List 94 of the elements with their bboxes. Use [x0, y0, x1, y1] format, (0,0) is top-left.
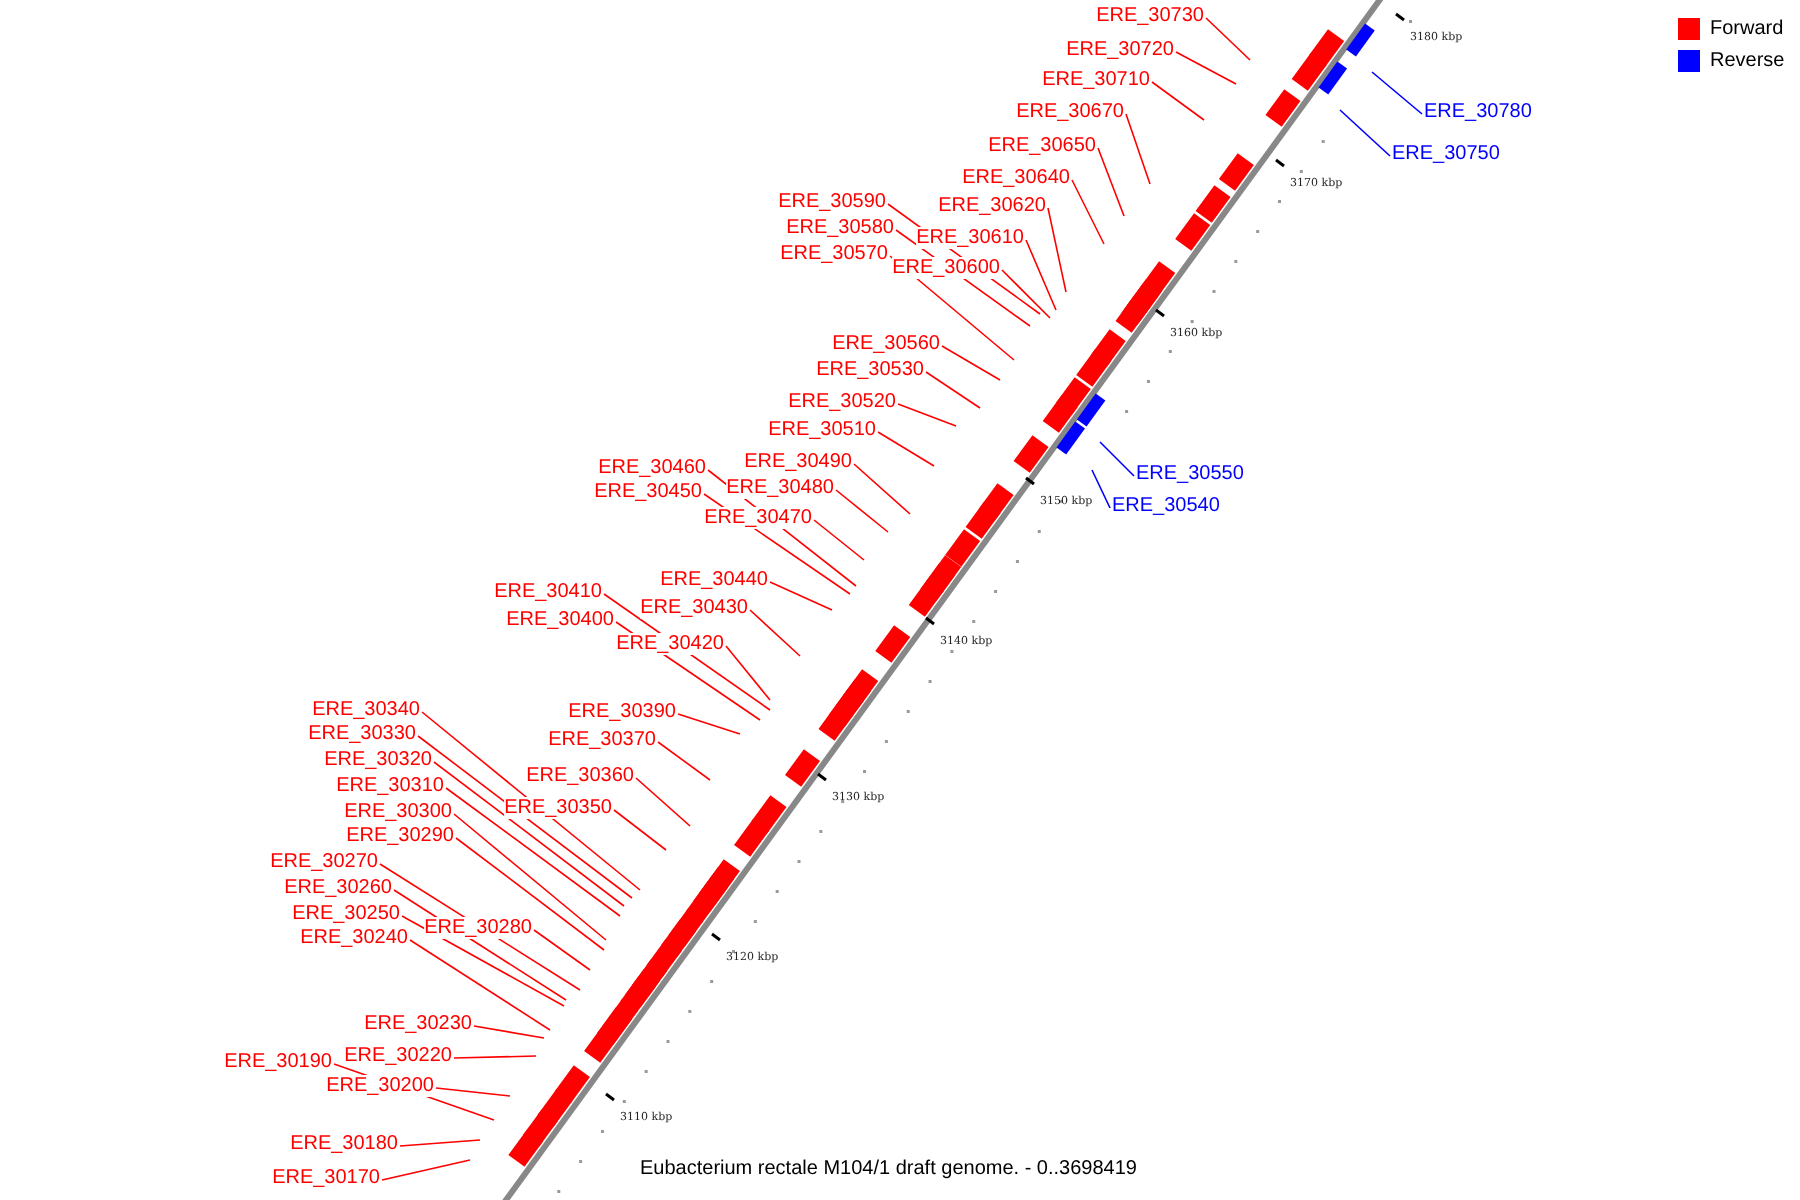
gene-label: ERE_30460: [598, 457, 706, 479]
gene-label: ERE_30540: [1112, 495, 1220, 517]
gene-label: ERE_30670: [1016, 101, 1124, 123]
gene-label: ERE_30180: [290, 1133, 398, 1155]
gene-label: ERE_30250: [292, 903, 400, 925]
leader-line: [381, 1159, 471, 1181]
leader-line: [925, 371, 981, 409]
gene-label: ERE_30520: [788, 391, 896, 413]
leader-line: [417, 735, 633, 899]
leader-line: [1175, 51, 1237, 85]
leader-line: [433, 761, 625, 907]
leader-line: [409, 939, 551, 1031]
leader-line: [635, 777, 691, 827]
gene-label: ERE_30780: [1424, 101, 1532, 123]
gene-label: ERE_30710: [1042, 69, 1150, 91]
gene-label: ERE_30730: [1096, 5, 1204, 27]
gene-label: ERE_30640: [962, 167, 1070, 189]
gene-label: ERE_30620: [938, 195, 1046, 217]
gene-label: ERE_30470: [704, 507, 812, 529]
leader-line: [749, 609, 801, 657]
gene-label: ERE_30170: [272, 1167, 380, 1189]
leader-line: [473, 1025, 545, 1039]
leader-line: [1151, 81, 1205, 121]
leader-line: [813, 519, 865, 561]
gene-label: ERE_30260: [284, 877, 392, 899]
leader-line: [1125, 113, 1151, 185]
leader-line: [897, 403, 957, 427]
leader-line: [1371, 71, 1423, 115]
leader-line: [533, 929, 591, 971]
leader-line: [835, 489, 889, 533]
gene-label: ERE_30400: [506, 609, 614, 631]
gene-label: ERE_30320: [324, 749, 432, 771]
legend-label: Forward: [1710, 17, 1784, 39]
gene-label: ERE_30480: [726, 477, 834, 499]
leader-line: [877, 431, 935, 467]
gene-label: ERE_30490: [744, 451, 852, 473]
leader-line: [1071, 179, 1105, 245]
gene-label: ERE_30300: [344, 801, 452, 823]
gene-label: ERE_30610: [916, 227, 1024, 249]
leader-line: [455, 837, 605, 951]
leader-line: [725, 645, 771, 701]
gene-label: ERE_30450: [594, 481, 702, 503]
gene-label: ERE_30330: [308, 723, 416, 745]
leader-line: [1001, 269, 1051, 319]
gene-label: ERE_30530: [816, 359, 924, 381]
gene-label: ERE_30430: [640, 597, 748, 619]
legend-label: Reverse: [1710, 49, 1785, 71]
leader-line: [1091, 469, 1111, 509]
caption: Eubacterium rectale M104/1 draft genome. - 0..3698419: [640, 1158, 1137, 1180]
leader-line: [1205, 17, 1251, 61]
gene-label: ERE_30580: [786, 217, 894, 239]
gene-label: ERE_30240: [300, 927, 408, 949]
leader-line: [657, 741, 711, 781]
gene-label: ERE_30370: [548, 729, 656, 751]
leader-line: [453, 813, 607, 941]
gene-label: ERE_30550: [1136, 463, 1244, 485]
leader-line: [399, 1139, 481, 1147]
leader-line: [1099, 441, 1135, 477]
leader-line: [677, 713, 741, 735]
gene-label: ERE_30650: [988, 135, 1096, 157]
leader-line: [453, 1055, 537, 1059]
gene-label: ERE_30360: [526, 765, 634, 787]
gene-label: ERE_30200: [326, 1075, 434, 1097]
gene-label: ERE_30600: [892, 257, 1000, 279]
gene-label: ERE_30230: [364, 1013, 472, 1035]
gene-label: ERE_30350: [504, 797, 612, 819]
leader-line: [1025, 239, 1057, 311]
leader-line: [435, 1087, 511, 1097]
gene-label: ERE_30720: [1066, 39, 1174, 61]
gene-label: ERE_30420: [616, 633, 724, 655]
gene-label: ERE_30590: [778, 191, 886, 213]
gene-label: ERE_30290: [346, 825, 454, 847]
gene-label: ERE_30510: [768, 419, 876, 441]
gene-label: ERE_30280: [424, 917, 532, 939]
gene-label: ERE_30190: [224, 1051, 332, 1073]
gene-label: ERE_30390: [568, 701, 676, 723]
gene-label: ERE_30310: [336, 775, 444, 797]
leader-line: [613, 809, 667, 851]
leader-line: [445, 787, 621, 917]
gene-label: ERE_30560: [832, 333, 940, 355]
gene-label: ERE_30750: [1392, 143, 1500, 165]
leader-line: [401, 915, 565, 1007]
gene-label: ERE_30340: [312, 699, 420, 721]
gene-label: ERE_30220: [344, 1045, 452, 1067]
leader-line: [1097, 147, 1125, 217]
gene-label: ERE_30410: [494, 581, 602, 603]
leader-line: [769, 581, 833, 611]
leader-line: [941, 345, 1001, 381]
leader-line: [853, 463, 911, 515]
leader-line: [1339, 109, 1391, 157]
gene-label: ERE_30440: [660, 569, 768, 591]
gene-label: ERE_30570: [780, 243, 888, 265]
gene-label: ERE_30270: [270, 851, 378, 873]
leader-line: [1047, 207, 1067, 293]
